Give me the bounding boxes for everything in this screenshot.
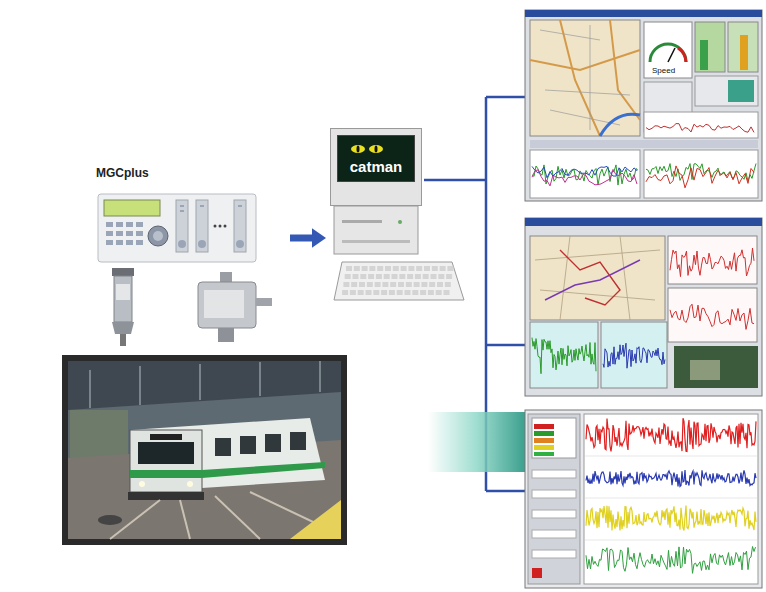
cat-eyes	[348, 140, 388, 156]
gauge-label: Speed	[652, 66, 675, 75]
signal-arrow	[290, 228, 326, 248]
output-lines	[424, 97, 525, 491]
software-name: catman	[342, 158, 410, 175]
device-name: MGCplus	[92, 166, 260, 180]
monitor-screen: catman	[337, 135, 415, 182]
amplifier-node: MGCplus	[92, 166, 260, 264]
load-cell	[198, 272, 272, 342]
computer-monitor: catman	[330, 128, 422, 206]
train-photo	[62, 355, 347, 545]
glow-band	[428, 412, 525, 472]
computer	[334, 206, 464, 300]
screenshot-1	[525, 10, 762, 201]
screenshot-2	[525, 218, 762, 396]
amplifier-device	[98, 194, 256, 262]
pressure-sensor	[112, 268, 134, 346]
screenshot-3	[525, 410, 762, 588]
